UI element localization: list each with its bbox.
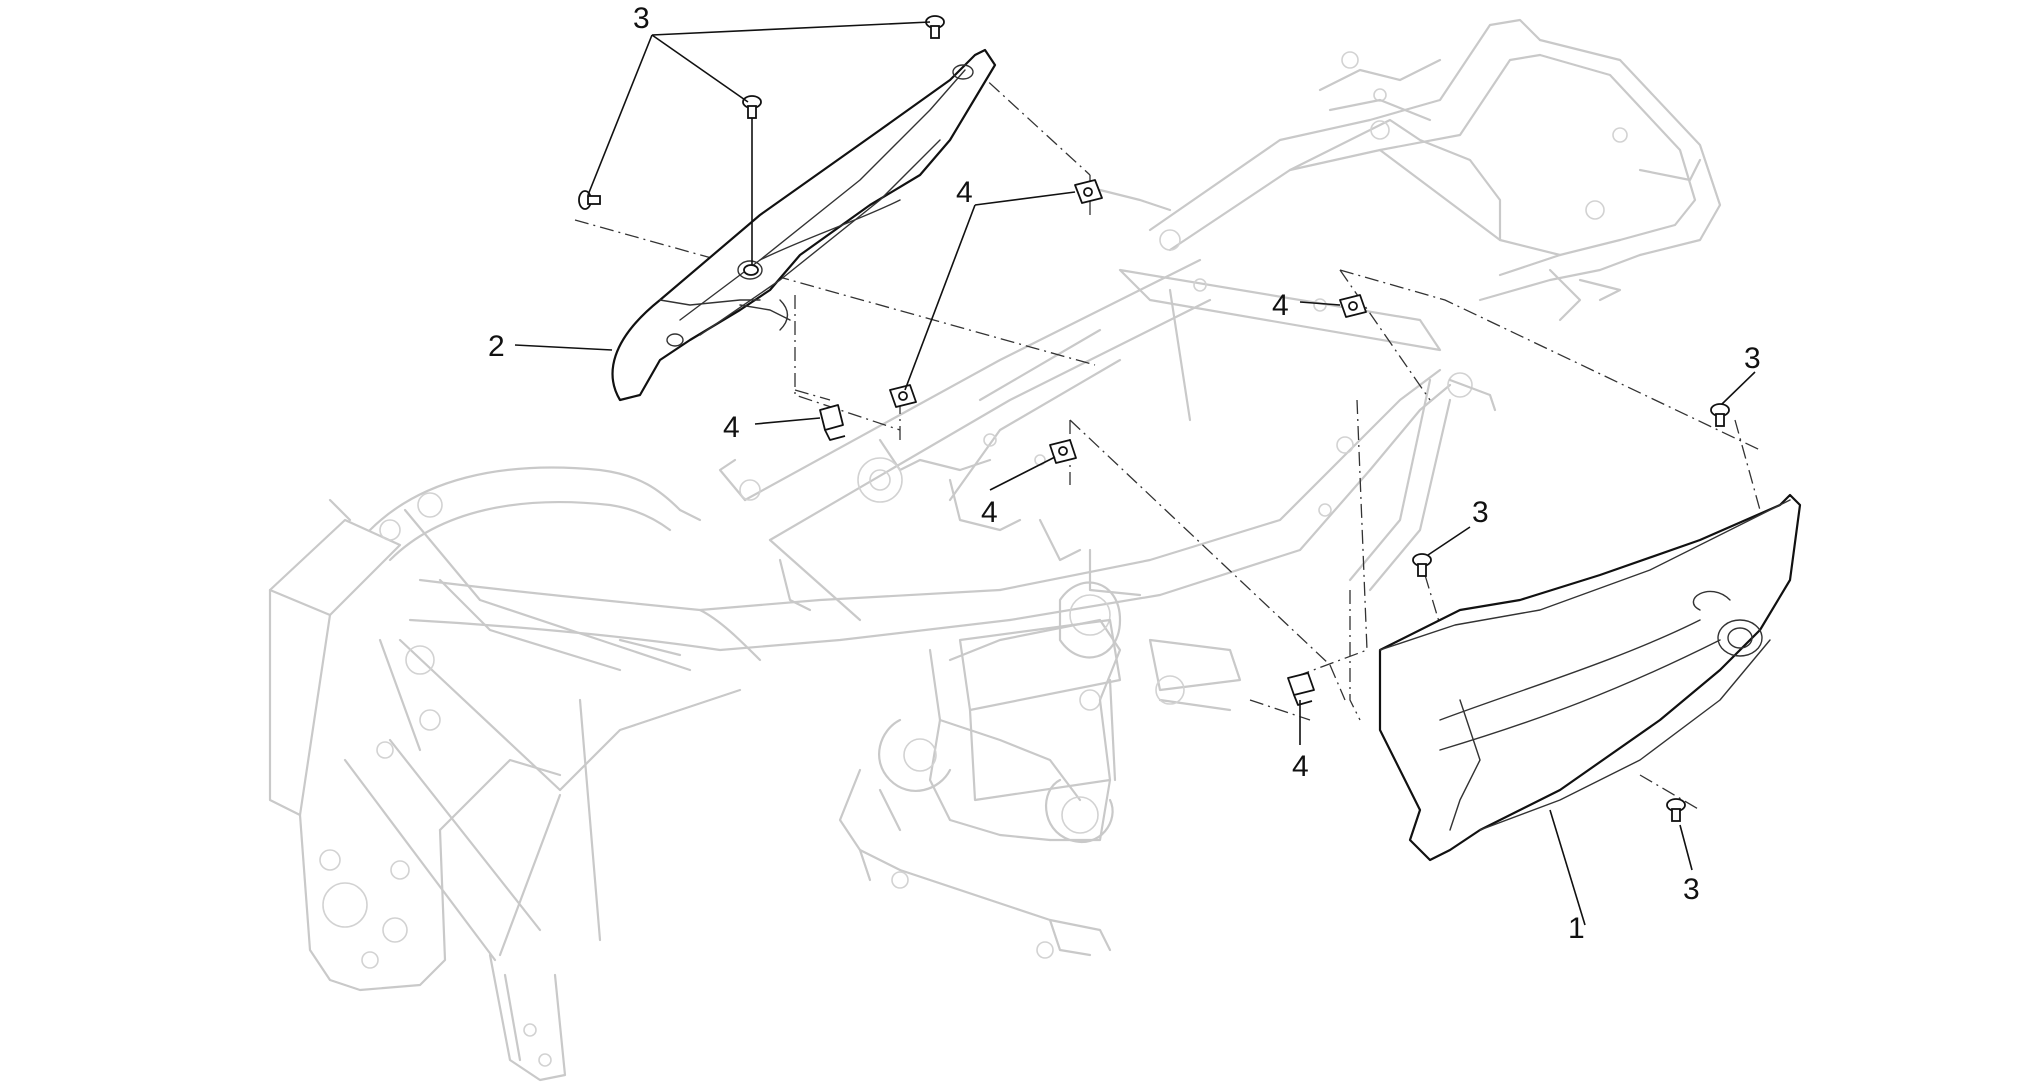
screw-top bbox=[925, 15, 945, 39]
screw-right-mid bbox=[1412, 553, 1432, 577]
screw-cover-2-mid bbox=[743, 264, 759, 276]
assembly-guide-lines bbox=[574, 64, 1761, 811]
clip-center-upper bbox=[889, 384, 917, 408]
screw-left bbox=[578, 190, 601, 210]
callout-part-3-top: 3 bbox=[633, 2, 650, 35]
part-1-side-cover-lower bbox=[1378, 493, 1802, 862]
clip-bottom bbox=[1287, 672, 1315, 706]
callout-part-4-left: 4 bbox=[723, 411, 740, 444]
callout-part-3-right-mid: 3 bbox=[1472, 496, 1489, 529]
screw-upper-left bbox=[742, 95, 762, 119]
callout-part-3-right-bottom: 3 bbox=[1683, 873, 1700, 906]
callout-part-4-bottom: 4 bbox=[1292, 750, 1309, 783]
clip-left bbox=[819, 404, 846, 441]
callout-part-4-right: 4 bbox=[1272, 289, 1289, 322]
callout-part-4-top: 4 bbox=[956, 176, 973, 209]
screw-right-top bbox=[1710, 403, 1730, 427]
screws-part-3 bbox=[578, 15, 1730, 822]
callout-part-4-mid: 4 bbox=[981, 496, 998, 529]
motorcycle-frame bbox=[268, 18, 1722, 1082]
callout-labels: 3 2 4 4 4 4 4 3 3 3 1 bbox=[488, 2, 1761, 945]
clip-right bbox=[1339, 294, 1367, 318]
clip-top bbox=[1074, 179, 1103, 204]
clip-center-lower bbox=[1049, 439, 1077, 464]
callout-part-3-right-top: 3 bbox=[1744, 342, 1761, 375]
callout-part-1: 1 bbox=[1568, 912, 1585, 945]
part-2-side-cover-upper bbox=[611, 48, 997, 402]
screw-right-bottom bbox=[1666, 798, 1686, 822]
callout-part-2: 2 bbox=[488, 330, 505, 363]
leader-lines bbox=[514, 21, 1756, 926]
clips-part-4 bbox=[819, 179, 1367, 706]
